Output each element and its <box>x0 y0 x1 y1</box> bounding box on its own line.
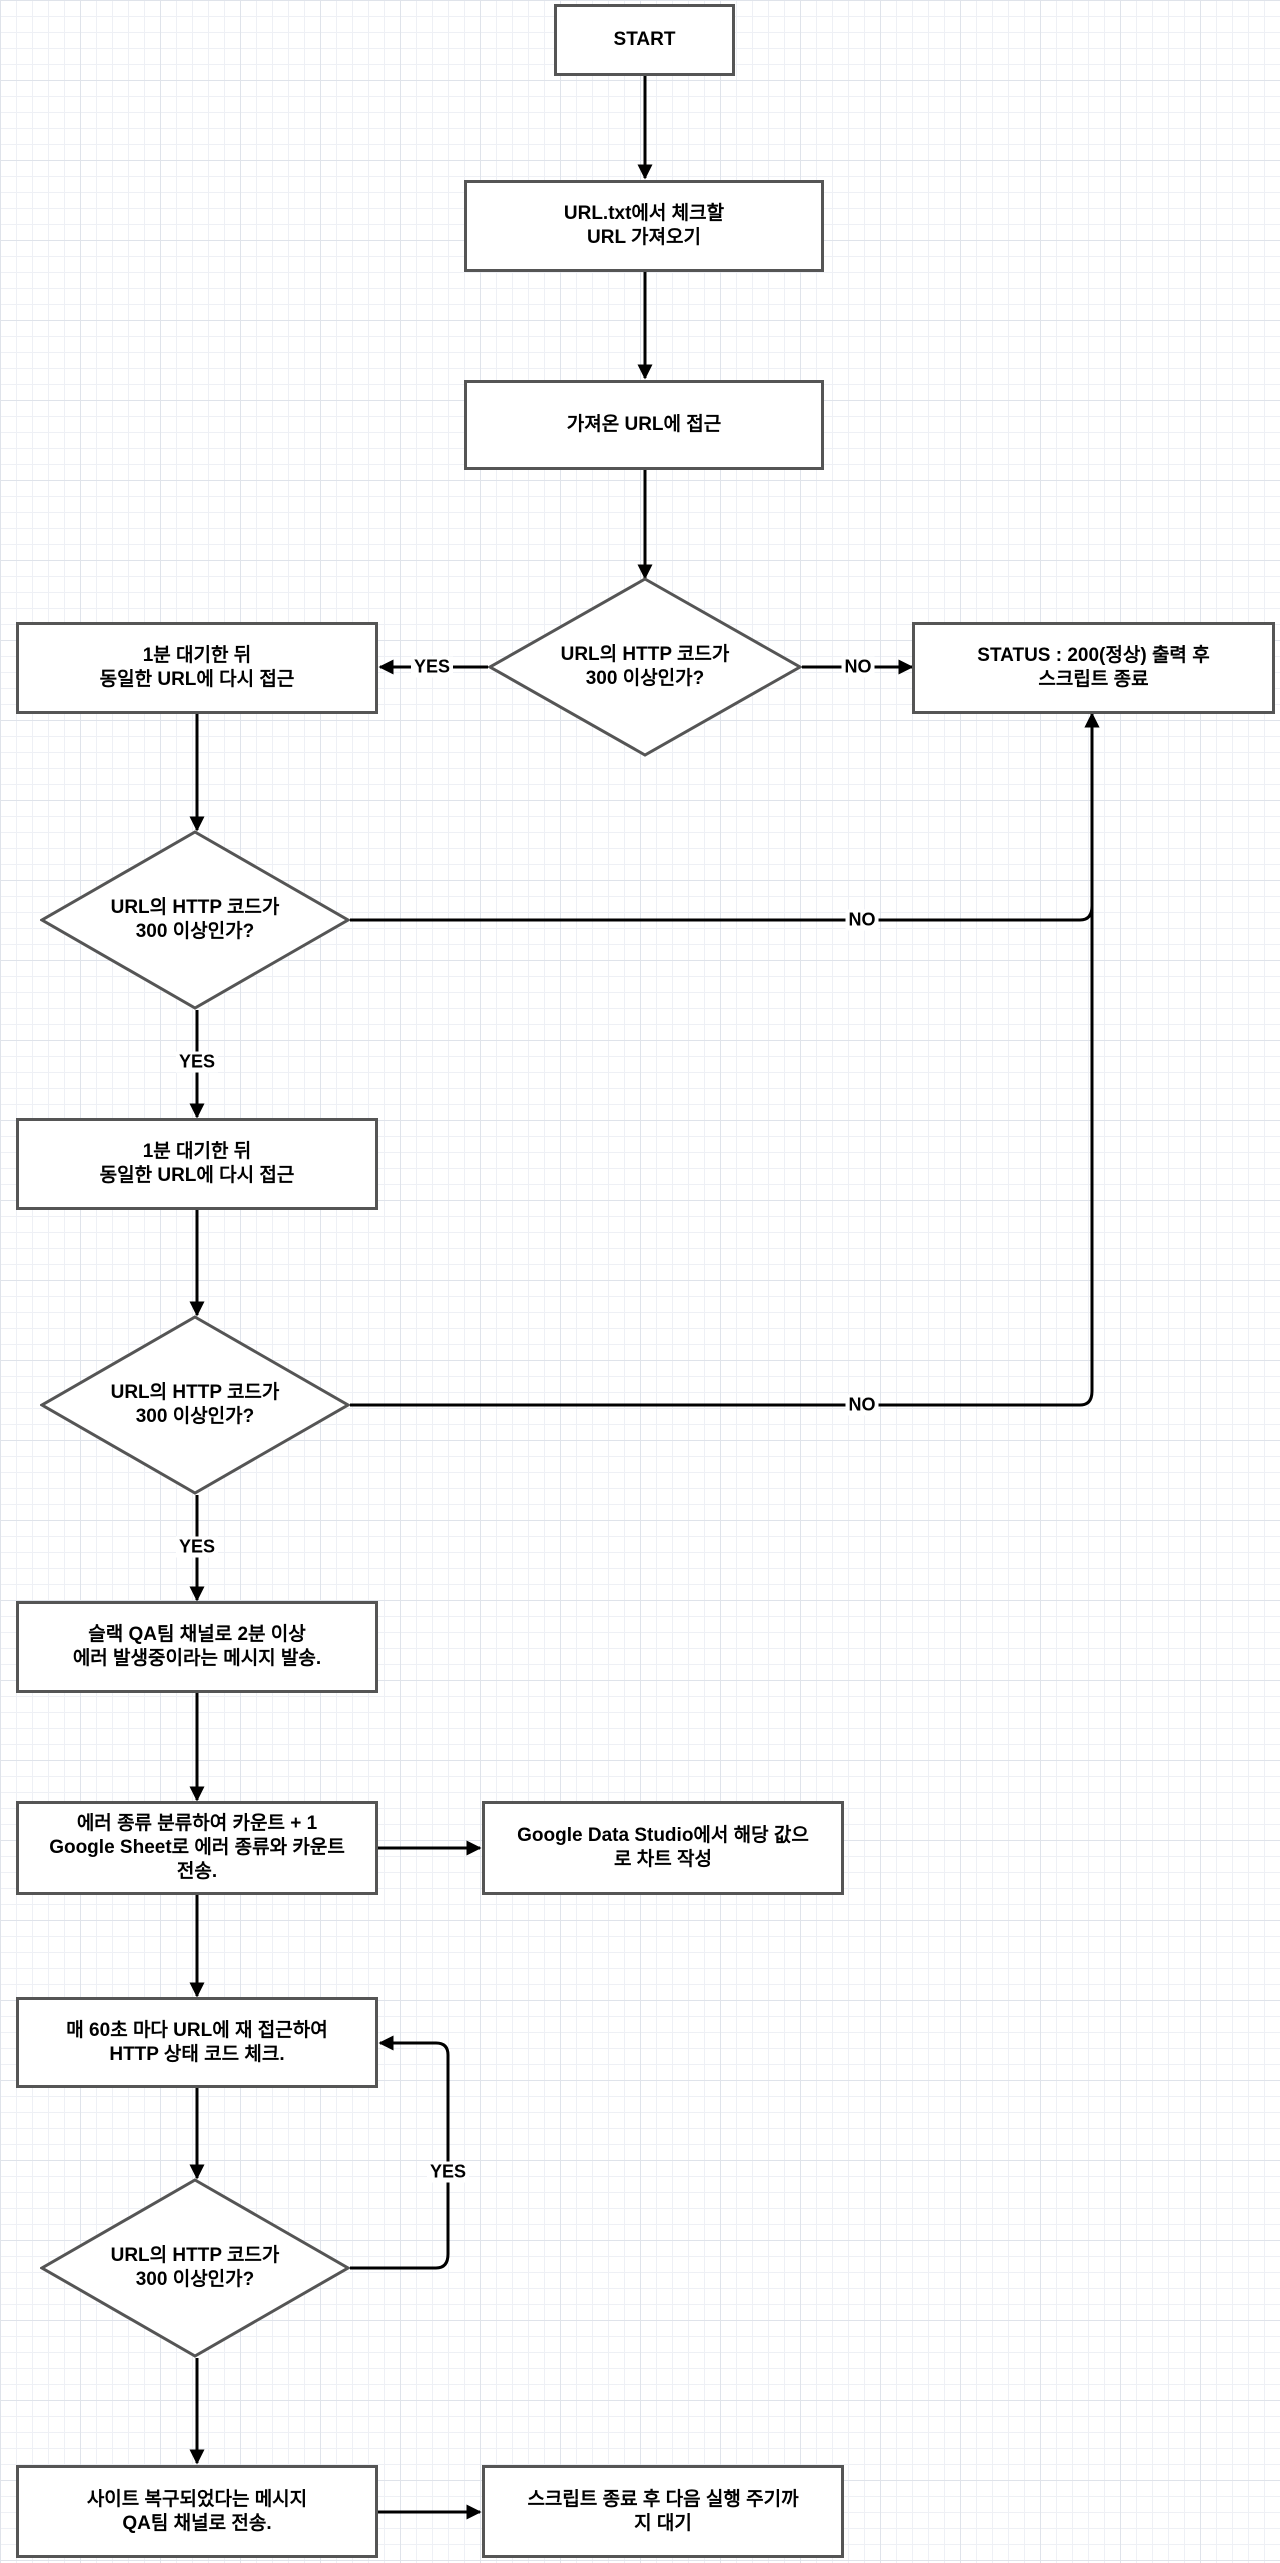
edge-label-check2-yes: YES <box>175 1051 219 1073</box>
node-start: START <box>554 4 735 76</box>
decision-check3-shape <box>40 1315 350 1495</box>
edge-label-check3-no: NO <box>845 1394 879 1416</box>
edge-check3-no-to-status <box>350 712 1100 1407</box>
node-start-label: START <box>613 29 676 51</box>
edge-check4-yes-to-poll <box>350 2035 450 2270</box>
decision-check4-shape <box>40 2178 350 2358</box>
edge-label-check1-no: NO <box>841 656 875 678</box>
edge-label-check3-yes: YES <box>175 1536 219 1558</box>
edge-label-check2-no: NO <box>845 909 879 931</box>
node-access-url-label: 가져온 URL에 접근 <box>566 414 722 436</box>
decision-check1-shape <box>488 577 802 757</box>
decision-check2-shape <box>40 830 350 1010</box>
edge-label-check4-yes: YES <box>426 2161 470 2183</box>
node-access-url: 가져온 URL에 접근 <box>464 380 824 470</box>
edge-label-check1-yes: YES <box>410 656 454 678</box>
